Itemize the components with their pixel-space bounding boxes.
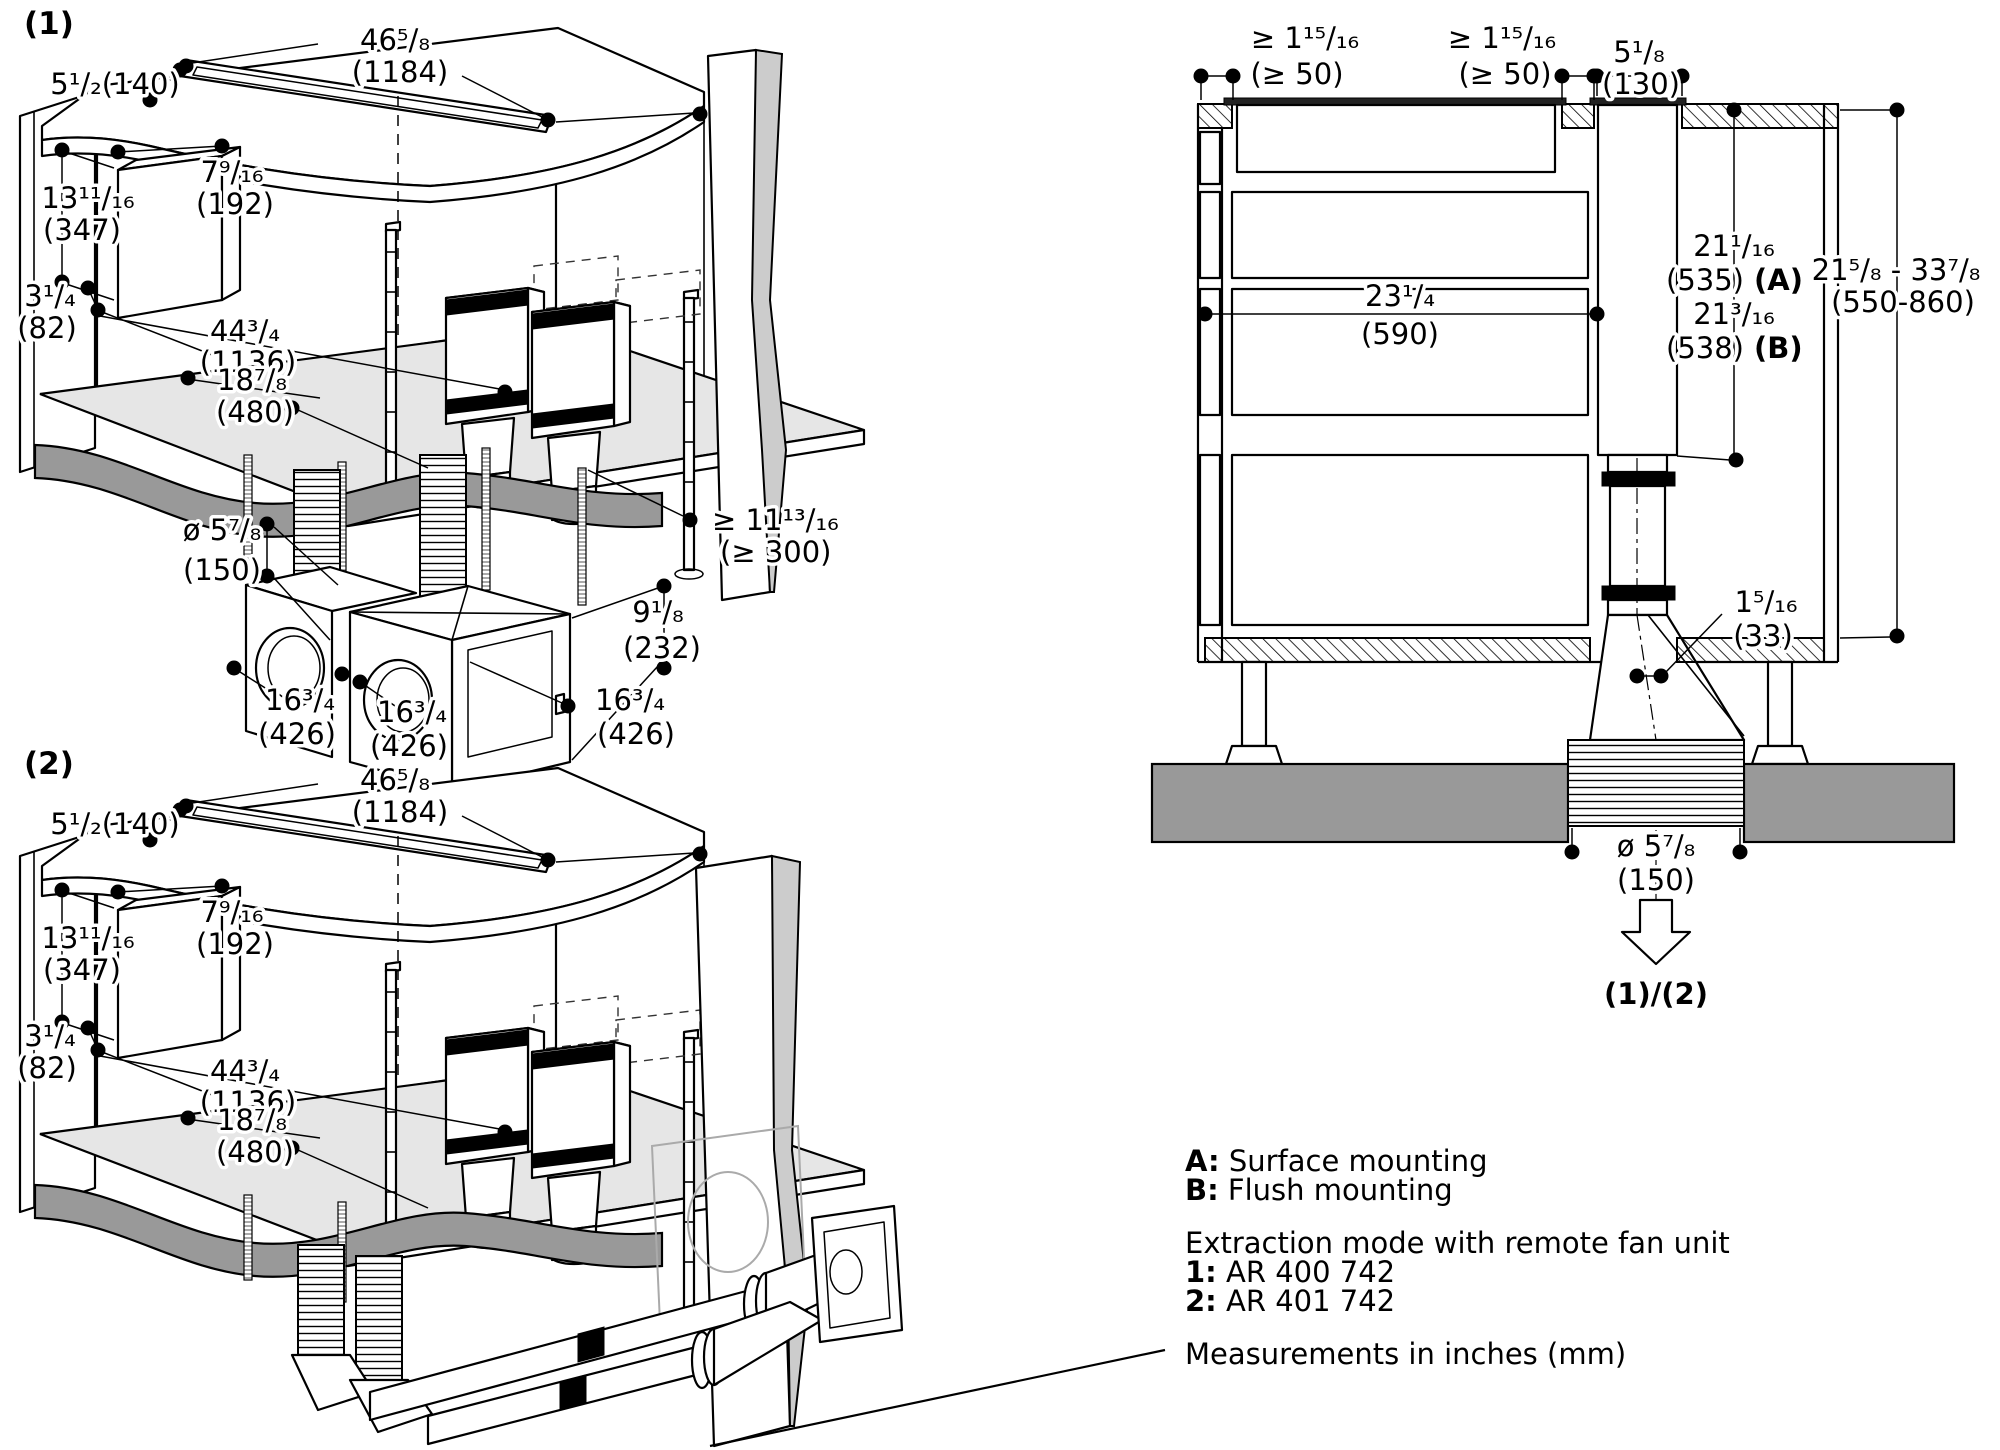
legend-model-2-text: AR 401 742 bbox=[1226, 1284, 1396, 1318]
fig1-tag: (1) bbox=[24, 6, 74, 42]
figure-1-isometric: (1) 46⁵/₈ (1184) 5¹/₂(140) 7⁹/₁₆ (192) 1… bbox=[14, 6, 866, 792]
down-arrow-icon bbox=[1620, 898, 1692, 966]
dim-fan-height-mm: (232) bbox=[623, 631, 701, 665]
dim2-floor-cutout-depth-mm: (480) bbox=[216, 1135, 294, 1169]
dim-control-box-height-in: 13¹¹/₁₆ bbox=[41, 181, 134, 215]
dim2-box-bottom-offset-in: 3¹/₄ bbox=[24, 1019, 75, 1053]
legend-model-1-key: 1: bbox=[1185, 1255, 1217, 1289]
fig2-duct-run bbox=[290, 1244, 832, 1446]
legend-model-2-key: 2: bbox=[1185, 1284, 1217, 1318]
dim-height-flush-in: 21³/₁₆ bbox=[1693, 297, 1775, 331]
dim-duct-diameter-mm: (150) bbox=[183, 553, 261, 587]
legend-mount-b-text: Flush mounting bbox=[1227, 1173, 1453, 1207]
legend-model-1: 1: AR 400 742 bbox=[1185, 1258, 1730, 1287]
dim-ceiling-clearance-mm: (≥ 300) bbox=[720, 535, 832, 569]
dim-floor-cutout-length-in: 44³/₄ bbox=[210, 314, 280, 348]
dim-cabinet-depth-mm: (590) bbox=[1361, 317, 1439, 351]
legend-block: A: Surface mounting B: Flush mounting Ex… bbox=[1185, 1147, 1730, 1369]
dim-slot-length-mm: (1184) bbox=[352, 55, 448, 89]
dim-box-bottom-offset-in: 3¹/₄ bbox=[24, 279, 75, 313]
dim-fan-width-left-mm: (426) bbox=[258, 717, 336, 751]
dim-shaft-width-in: 5¹/₈ bbox=[1613, 35, 1664, 69]
fig2-tag: (2) bbox=[24, 746, 74, 782]
fig1-threaded-rods bbox=[243, 447, 587, 606]
dim-shaft-width-mm: (130) bbox=[1602, 67, 1680, 101]
legend-mode-title: Extraction mode with remote fan unit bbox=[1185, 1226, 1730, 1260]
dim-adjust-height-mm: (550-860) bbox=[1831, 285, 1975, 319]
fig1-right-wall bbox=[706, 48, 788, 602]
fig1-drawing: (1) 46⁵/₈ (1184) 5¹/₂(140) 7⁹/₁₆ (192) 1… bbox=[14, 6, 866, 792]
figure-2-isometric: (2) 46⁵/₈ (1184) 5¹/₂(140) 7⁹/₁₆ (192) 1… bbox=[14, 746, 1166, 1448]
dim-control-box-height-mm: (347) bbox=[43, 213, 121, 247]
legend-model-2: 2: AR 401 742 bbox=[1185, 1287, 1730, 1316]
dim-height-surface-in: 21¹/₁₆ bbox=[1693, 229, 1775, 263]
dim-ceiling-clearance-in: ≥ 11¹³/₁₆ bbox=[712, 503, 839, 537]
dim-slot-length-in: 46⁵/₈ bbox=[360, 23, 430, 57]
cross-section: ≥ 1¹⁵/₁₆ (≥ 50) ≥ 1¹⁵/₁₆ (≥ 50) 5¹/₈ (13… bbox=[1150, 18, 1984, 1015]
legend-model-1-text: AR 400 742 bbox=[1226, 1255, 1396, 1289]
fig1-dimension-leaders bbox=[54, 43, 708, 761]
dim-height-surface-key: (A) bbox=[1754, 263, 1803, 297]
dim-margin-left-mm: (≥ 50) bbox=[1250, 57, 1343, 91]
dim-floor-cutout-depth-in: 18⁷/₈ bbox=[217, 363, 287, 397]
dim-duct-diameter-in: ø 5⁷/₈ bbox=[183, 513, 261, 547]
dim2-box-bottom-offset-mm: (82) bbox=[17, 1051, 77, 1085]
dim-margin-right-mm: (≥ 50) bbox=[1458, 57, 1551, 91]
dim2-floor-cutout-length-mm: (1136) bbox=[200, 1085, 296, 1119]
dim-margin-left-in: ≥ 1¹⁵/₁₆ bbox=[1251, 21, 1359, 55]
fig2-wall-socket bbox=[810, 1204, 904, 1344]
dim-duct-offset-mm: (33) bbox=[1733, 619, 1793, 653]
dim-cabinet-depth-in: 23¹/₄ bbox=[1365, 279, 1435, 313]
fig2-dimension-leaders bbox=[54, 783, 708, 1209]
dim2-floor-cutout-depth-in: 18⁷/₈ bbox=[217, 1103, 287, 1137]
fan-unit-2 bbox=[348, 584, 572, 792]
section-dimensions bbox=[1193, 68, 1905, 966]
fig1-corrugated-hoses bbox=[293, 454, 467, 601]
dim-fan-width-mid-in: 16³/₄ bbox=[377, 695, 447, 729]
dim-slot-front-offset: 5¹/₂(140) bbox=[50, 67, 179, 101]
dim-fan-height-in: 9¹/₈ bbox=[632, 595, 683, 629]
legend-units-note: Measurements in inches (mm) bbox=[1185, 1337, 1627, 1371]
dim-fan-width-left-in: 16³/₄ bbox=[265, 683, 335, 717]
legend-mount-b: B: Flush mounting bbox=[1185, 1176, 1730, 1205]
dim-box-bottom-offset-mm: (82) bbox=[17, 311, 77, 345]
dim-adjust-height-in: 21⁵/₈ - 33⁷/₈ bbox=[1812, 253, 1981, 287]
fan-unit-1 bbox=[244, 565, 418, 759]
dim-control-box-width-mm: (192) bbox=[196, 187, 274, 221]
dim-section-duct-dia-mm: (150) bbox=[1617, 863, 1695, 897]
section-structure bbox=[1150, 97, 1956, 920]
legend-mount-a: A: Surface mounting bbox=[1185, 1147, 1730, 1176]
legend-mount-b-key: B: bbox=[1185, 1173, 1219, 1207]
dim2-control-box-width-in: 7⁹/₁₆ bbox=[200, 895, 263, 929]
dim2-slot-length-in: 46⁵/₈ bbox=[360, 763, 430, 797]
fig2-drawing: (2) 46⁵/₈ (1184) 5¹/₂(140) 7⁹/₁₆ (192) 1… bbox=[14, 746, 1166, 1448]
dim-fan-width-mid-mm: (426) bbox=[370, 729, 448, 763]
dim2-slot-front-offset: 5¹/₂(140) bbox=[50, 807, 179, 841]
dim-section-duct-dia-in: ø 5⁷/₈ bbox=[1617, 829, 1695, 863]
dim-margin-right-in: ≥ 1¹⁵/₁₆ bbox=[1448, 21, 1556, 55]
dim-height-flush-mm: (538) bbox=[1666, 331, 1744, 365]
dim-duct-offset-in: 1⁵/₁₆ bbox=[1734, 585, 1797, 619]
dim2-control-box-height-in: 13¹¹/₁₆ bbox=[41, 921, 134, 955]
dim-control-box-width-in: 7⁹/₁₆ bbox=[200, 155, 263, 189]
dim2-control-box-width-mm: (192) bbox=[196, 927, 274, 961]
outlet-ref-label: (1)/(2) bbox=[1604, 977, 1708, 1011]
legend-mount-a-key: A: bbox=[1185, 1144, 1220, 1178]
dim-fan-width-right-mm: (426) bbox=[597, 717, 675, 751]
dim-fan-width-right-in: 16³/₄ bbox=[595, 683, 665, 717]
fig2-wall bbox=[694, 854, 1166, 1448]
dim2-floor-cutout-length-in: 44³/₄ bbox=[210, 1054, 280, 1088]
dim-height-surface-mm: (535) bbox=[1666, 263, 1744, 297]
dim-floor-cutout-depth-mm: (480) bbox=[216, 395, 294, 429]
dim-height-flush-key: (B) bbox=[1754, 331, 1803, 365]
legend-mount-a-text: Surface mounting bbox=[1228, 1144, 1488, 1178]
dim2-slot-length-mm: (1184) bbox=[352, 795, 448, 829]
dim2-control-box-height-mm: (347) bbox=[43, 953, 121, 987]
dim-floor-cutout-length-mm: (1136) bbox=[200, 345, 296, 379]
